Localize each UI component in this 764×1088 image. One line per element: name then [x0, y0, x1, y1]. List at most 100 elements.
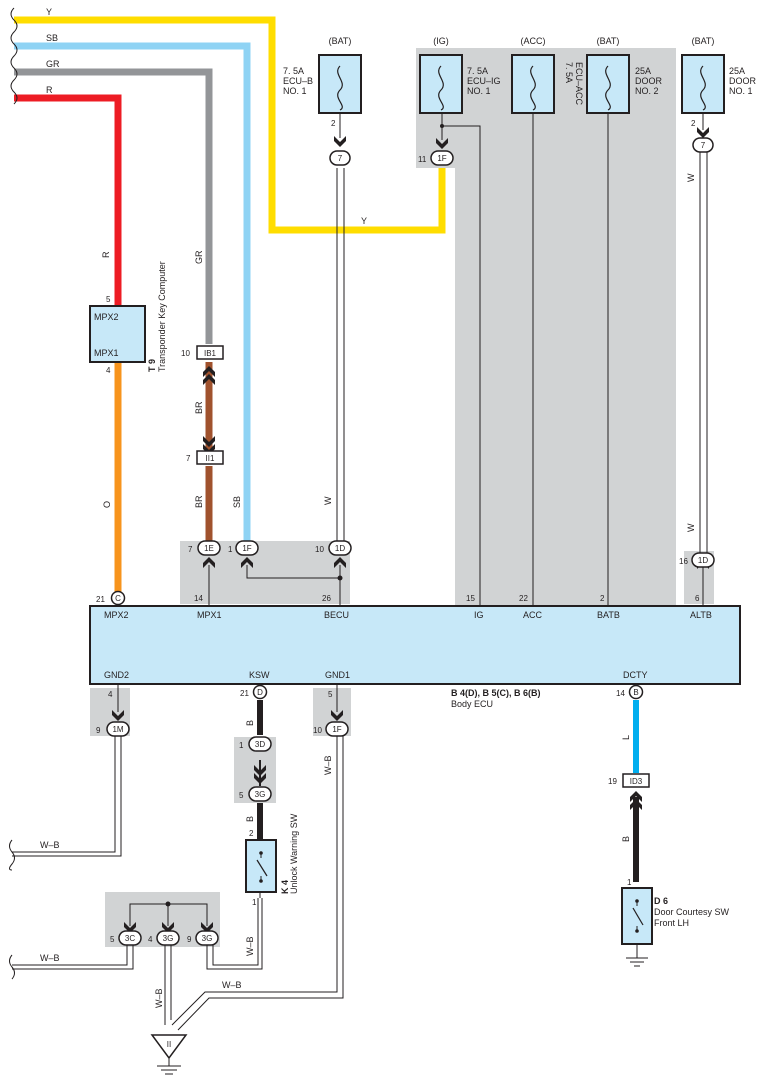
ecu-term-mpx1: MPX1 [197, 610, 222, 620]
fuse-3-source: (ACC) [521, 36, 546, 46]
pin-16: 16 [679, 557, 688, 566]
label-b-dcty: B [621, 836, 631, 842]
yellow-wire [14, 16, 446, 234]
svg-text:II1: II1 [206, 454, 215, 463]
pin-21-b: 21 [240, 689, 249, 698]
connector-3g-b: 3G [156, 930, 180, 946]
fuse-1-source: (BAT) [329, 36, 352, 46]
label-w-altb-low: W [686, 523, 696, 532]
pin-2-b: 2 [691, 119, 696, 128]
sky-blue-wire [14, 42, 251, 541]
pin-21-a: 21 [96, 595, 105, 604]
fuse-1-l3: NO. 1 [283, 86, 307, 96]
label-gr-top: GR [46, 59, 60, 69]
wire-labels: Y SB GR R R GR Y BR BR SB O W W W B B L … [40, 7, 696, 1008]
splice-dot-becu [337, 575, 343, 581]
svg-text:ID3: ID3 [630, 777, 643, 786]
fuse-ecu-b [318, 54, 362, 114]
label-w-altb-top: W [686, 173, 696, 182]
pin-5-b: 5 [328, 690, 333, 699]
label-sb-top: SB [46, 33, 58, 43]
chevrons [112, 127, 709, 933]
svg-text:3G: 3G [163, 934, 174, 943]
connector-ii1: II1 [196, 450, 224, 465]
door-courtesy-switch: D 6 Door Courtesy SW Front LH [621, 887, 730, 967]
connector-1f-mid: 1F [235, 540, 259, 556]
ecu-term-altb: ALTB [690, 610, 712, 620]
d6-name-2: Front LH [654, 918, 689, 928]
fuse-1-l2: ECU–B [283, 76, 313, 86]
svg-text:7: 7 [338, 154, 343, 163]
ig-acc-relay-block-lower [455, 160, 676, 607]
label-wb-k4: W–B [245, 936, 255, 956]
ecu-term-gnd2: GND2 [104, 670, 129, 680]
label-gr-mid: GR [194, 250, 204, 264]
pin-6: 6 [695, 594, 700, 603]
fuse-2-l3: NO. 1 [467, 86, 491, 96]
fuse-2-l2: ECU–IG [467, 76, 501, 86]
label-b-ksw-1: B [245, 720, 255, 726]
thin-wires [117, 114, 704, 926]
pin-26: 26 [322, 594, 331, 603]
transponder-pin-mpx2: MPX2 [94, 312, 119, 322]
fuse-door-2 [586, 54, 630, 114]
main-ground: II [150, 1034, 188, 1075]
fuse-ecu-acc [511, 54, 555, 114]
ecu-term-batb: BATB [597, 610, 620, 620]
unlock-warning-switch: K 4 Unlock Warning SW [245, 813, 299, 898]
fuse-5-l1: 25A [729, 66, 745, 76]
wire-break-marks [9, 7, 18, 980]
fuse-4-l3: NO. 2 [635, 86, 659, 96]
pin-5: 5 [106, 295, 111, 304]
pin-numbers: 2 11 2 5 4 10 7 7 1 10 16 21 14 26 15 22… [96, 119, 700, 944]
pin-4-b: 4 [108, 690, 113, 699]
red-wire [14, 94, 122, 306]
label-sb-low: SB [232, 496, 242, 508]
white-wires [12, 152, 708, 1031]
connector-3g-a: 3G [248, 786, 272, 802]
connector-id3: ID3 [622, 773, 650, 788]
pin-4-c: 4 [148, 935, 153, 944]
fuse-4-source: (BAT) [597, 36, 620, 46]
gray-wire [14, 68, 213, 344]
connector-ib1: IB1 [196, 345, 224, 360]
connector-1f-top: 1F [430, 150, 454, 166]
pin-7-b: 7 [188, 545, 193, 554]
connector-1m: 1M [106, 721, 130, 737]
pin-1-d: 1 [627, 878, 632, 887]
pin-1-a: 1 [228, 545, 233, 554]
body-ecu: MPX2 MPX1 BECU IG ACC BATB ALTB GND2 KSW… [89, 605, 741, 709]
connector-1e: 1E [197, 540, 221, 556]
svg-text:3G: 3G [202, 934, 213, 943]
svg-text:D: D [257, 688, 263, 697]
fuse-4-l2: DOOR [635, 76, 663, 86]
pin-2-d: 2 [249, 829, 254, 838]
pin-9-b: 9 [187, 935, 192, 944]
label-wb-gnd1: W–B [323, 755, 333, 775]
pin-5-d: 5 [110, 935, 115, 944]
fuse-5-l2: DOOR [729, 76, 757, 86]
label-wb-ground: W–B [154, 988, 164, 1008]
fuse-3-l2: ECU–ACC [574, 62, 584, 106]
fuse-1-l1: 7. 5A [283, 66, 304, 76]
fuse-4-l1: 25A [635, 66, 651, 76]
svg-text:IB1: IB1 [204, 349, 217, 358]
connector-b: B [628, 684, 644, 700]
ground-symbol-d6 [626, 957, 648, 967]
pin-22: 22 [519, 594, 528, 603]
fuse-2-l1: 7. 5A [467, 66, 488, 76]
label-r-mid: R [101, 251, 111, 258]
pin-19: 19 [608, 777, 617, 786]
label-o: O [102, 501, 112, 508]
ecu-term-ig: IG [474, 610, 484, 620]
fuse-ecu-ig [419, 54, 463, 114]
transponder-pin-mpx1: MPX1 [94, 348, 119, 358]
k4-name: Unlock Warning SW [289, 813, 299, 894]
pin-10-b: 10 [315, 545, 324, 554]
connector-1d-right: 1D [691, 552, 715, 568]
splice-dot-ig [440, 124, 444, 128]
pin-4: 4 [106, 366, 111, 375]
pin-2-a: 2 [331, 119, 336, 128]
d6-name-1: Door Courtesy SW [654, 907, 730, 917]
